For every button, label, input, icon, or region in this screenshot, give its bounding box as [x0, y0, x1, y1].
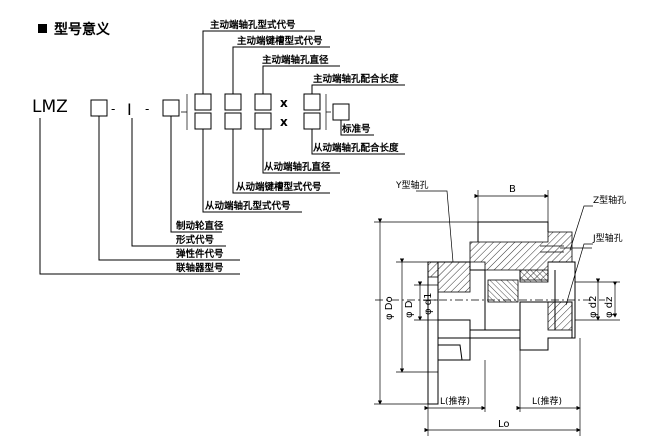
label-standard-no: 标准号 — [341, 123, 371, 135]
box-driven-hole-dia — [254, 112, 272, 130]
label-elastic-code: 弹性件代号 — [176, 248, 224, 260]
box-drive-keyway-type — [224, 93, 242, 111]
label-driven-fit-length: 从动端轴孔配合长度 — [313, 142, 399, 154]
code-box-elastic — [90, 99, 108, 117]
separator-i: I — [127, 100, 132, 119]
z-hole-label: Z型轴孔 — [593, 194, 626, 206]
dim-lo: Lo — [498, 419, 510, 430]
coupling-drawing: Y型轴孔 Z型轴孔 J型轴孔 B φ Do φ D φ d1 φ d2 — [374, 179, 626, 436]
box-driven-hole-type — [194, 112, 212, 130]
dash-2: - — [145, 102, 149, 116]
dim-phi-do: φ Do — [384, 296, 395, 320]
label-drive-hole-dia: 主动端轴孔直径 — [262, 54, 329, 66]
label-drive-fit-length: 主动端轴孔配合长度 — [313, 73, 399, 85]
times-lower: x — [280, 115, 288, 129]
label-coupling-model: 联轴器型号 — [176, 262, 224, 274]
dim-l-right: L(推荐) — [532, 395, 562, 407]
dim-phi-d: φ D — [404, 300, 415, 318]
dim-l-left: L(推荐) — [440, 395, 470, 407]
dim-phi-d1: φ d1 — [423, 293, 434, 316]
label-driven-hole-type: 从动端轴孔型式代号 — [205, 200, 291, 212]
label-form-code: 形式代号 — [176, 234, 215, 246]
box-standard — [332, 103, 350, 121]
label-drive-hole-type: 主动端轴孔型式代号 — [210, 19, 296, 31]
times-upper: x — [280, 96, 288, 110]
dim-phi-dz: φ dz — [604, 297, 615, 318]
dim-phi-d2: φ d2 — [588, 296, 599, 319]
dash-1: - — [111, 102, 115, 116]
title-bullet — [38, 24, 47, 33]
box-driven-keyway-type — [224, 112, 242, 130]
label-driven-keyway-type: 从动端键槽型式代号 — [236, 181, 322, 193]
label-brake-wheel-dia: 制动轮直径 — [176, 220, 224, 232]
box-drive-hole-dia — [254, 93, 272, 111]
j-hole-label: J型轴孔 — [592, 232, 623, 244]
y-hole-label: Y型轴孔 — [395, 179, 429, 191]
label-driven-hole-dia: 从动端轴孔直径 — [264, 161, 331, 173]
box-drive-hole-type — [194, 93, 212, 111]
dim-b: B — [509, 184, 516, 195]
label-drive-keyway-type: 主动端键槽型式代号 — [237, 35, 323, 47]
box-driven-fit-length — [303, 112, 321, 130]
box-drive-fit-length — [303, 93, 321, 111]
code-box-brake — [162, 99, 180, 117]
model-prefix: LMZ — [32, 97, 68, 117]
section-title: 型号意义 — [54, 21, 110, 38]
